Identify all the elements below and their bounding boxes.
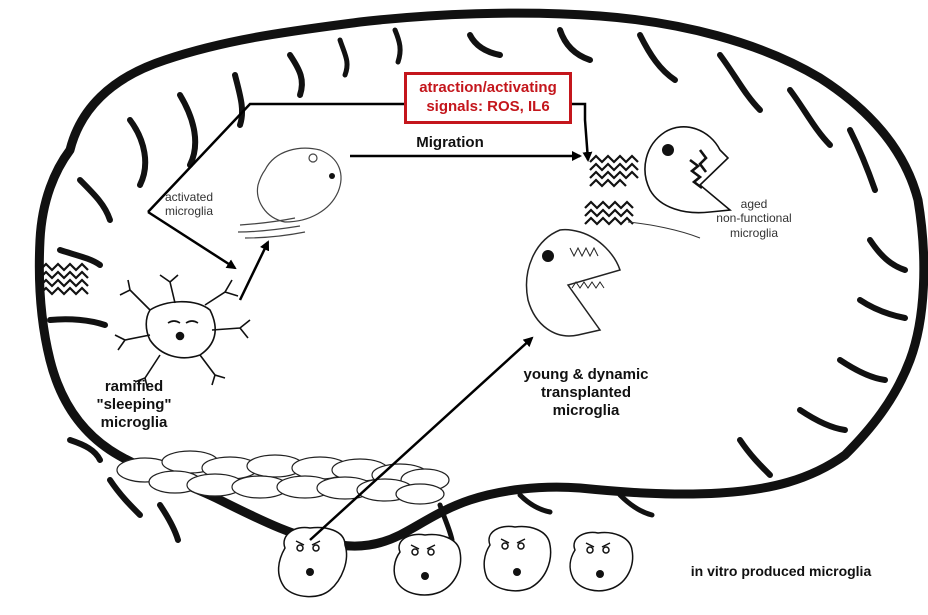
in-vitro-microglia-icon [279, 526, 633, 596]
activated-microglia-icon [238, 148, 341, 238]
activated-label-line1: activated [165, 190, 245, 204]
ramified-label: ramified "sleeping" microglia [74, 378, 194, 432]
aged-label-line1: aged [694, 197, 814, 211]
activated-label-line2: microglia [165, 204, 245, 218]
ramified-label-line1: ramified [74, 378, 194, 396]
signals-line-1: atraction/activating [407, 79, 569, 98]
invitro-to-young-arrow [310, 338, 532, 540]
young-microglia-icon [527, 230, 620, 336]
ramified-to-activated-arrow [240, 242, 268, 300]
migration-label: Migration [390, 134, 510, 152]
signals-line-2: signals: ROS, IL6 [407, 98, 569, 117]
young-label-line1: young & dynamic [506, 366, 666, 384]
activated-label: activated microglia [165, 190, 245, 219]
aged-label-line3: microglia [694, 226, 814, 240]
aged-label: aged non-functional microglia [694, 197, 814, 240]
in-vitro-label: in vitro produced microglia [666, 563, 896, 580]
signal-to-plaque-arrow [572, 104, 588, 160]
ramified-label-line2: "sleeping" [74, 396, 194, 414]
ramified-microglia-icon [115, 275, 250, 390]
ramified-label-line3: microglia [74, 414, 194, 432]
young-label-line3: microglia [506, 402, 666, 420]
aged-label-line2: non-functional [694, 211, 814, 225]
branch-to-activated-arrow [148, 212, 235, 268]
signals-box: atraction/activating signals: ROS, IL6 [404, 72, 572, 124]
young-label: young & dynamic transplanted microglia [506, 366, 666, 420]
young-label-line2: transplanted [506, 384, 666, 402]
